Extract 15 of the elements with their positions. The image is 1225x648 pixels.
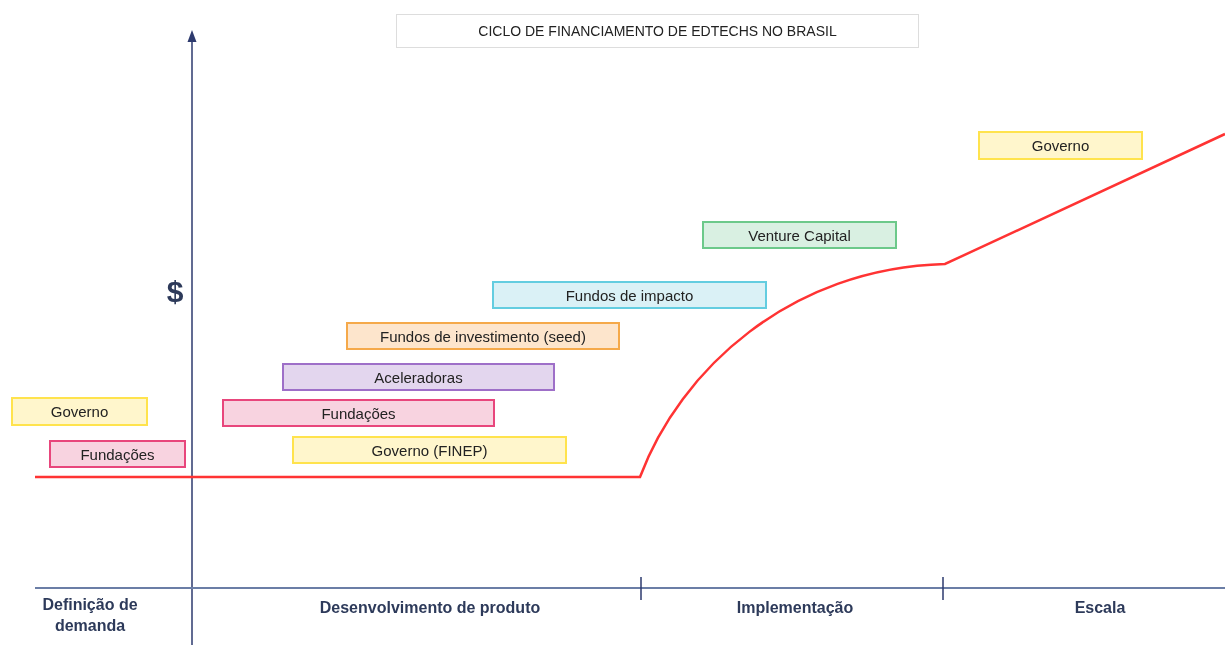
y-axis-label: $ [165, 274, 185, 310]
funding-source-box: Fundos de investimento (seed) [346, 322, 620, 350]
chart-title: CICLO DE FINANCIAMENTO DE EDTECHS NO BRASIL [396, 14, 919, 48]
funding-source-box: Governo (FINEP) [292, 436, 567, 464]
phase-label: Definição de demanda [41, 595, 139, 636]
funding-source-box: Venture Capital [702, 221, 897, 249]
funding-source-box: Fundos de impacto [492, 281, 767, 309]
funding-source-box: Aceleradoras [282, 363, 555, 391]
phase-label: Escala [1073, 598, 1127, 618]
phase-label: Implementação [735, 598, 855, 618]
funding-source-box: Governo [978, 131, 1143, 160]
funding-source-box: Fundações [49, 440, 186, 468]
phase-label: Desenvolvimento de produto [318, 598, 542, 618]
funding-source-box: Fundações [222, 399, 495, 427]
funding-source-box: Governo [11, 397, 148, 426]
